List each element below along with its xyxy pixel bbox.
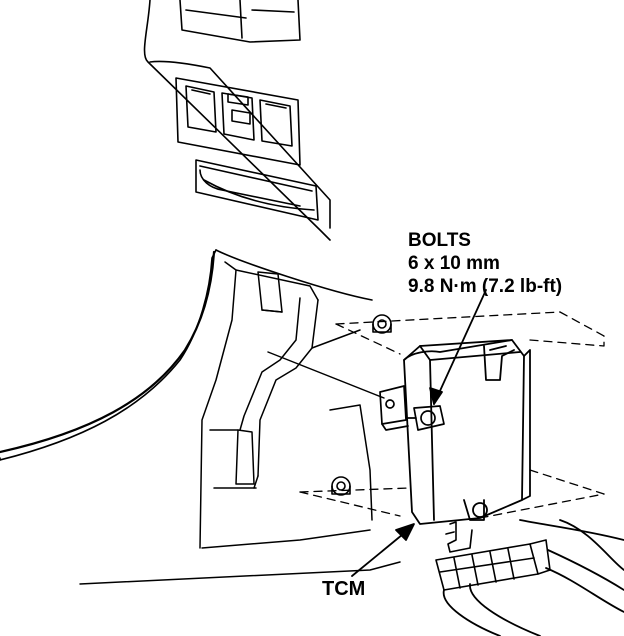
connector-clip xyxy=(446,522,472,552)
wire-harness xyxy=(444,520,624,636)
upper-bolt-hole xyxy=(373,315,391,333)
tcm-bracket xyxy=(380,386,408,430)
alignment-line xyxy=(268,352,384,398)
bolts-callout: BOLTS 6 x 10 mm 9.8 N·m (7.2 lb-ft) xyxy=(408,229,562,298)
tcm-bolt xyxy=(408,406,444,430)
tcm-unit xyxy=(404,340,530,524)
mounting-plane-lower xyxy=(300,470,604,518)
bolts-torque: 9.8 N·m (7.2 lb-ft) xyxy=(408,276,563,297)
dashboard-panel xyxy=(0,0,372,460)
tcm-leader xyxy=(352,524,414,576)
knee-panel xyxy=(80,262,400,584)
lower-bolt-hole xyxy=(332,477,350,495)
switch-panel xyxy=(176,78,300,165)
bolts-leader xyxy=(430,290,486,404)
dash-pocket xyxy=(196,160,318,220)
tcm-callout: TCM xyxy=(322,578,366,600)
bolts-title: BOLTS xyxy=(408,230,471,251)
harness-connector xyxy=(436,540,550,590)
mounting-plane-upper xyxy=(336,312,604,354)
bolts-size: 6 x 10 mm xyxy=(408,253,500,274)
